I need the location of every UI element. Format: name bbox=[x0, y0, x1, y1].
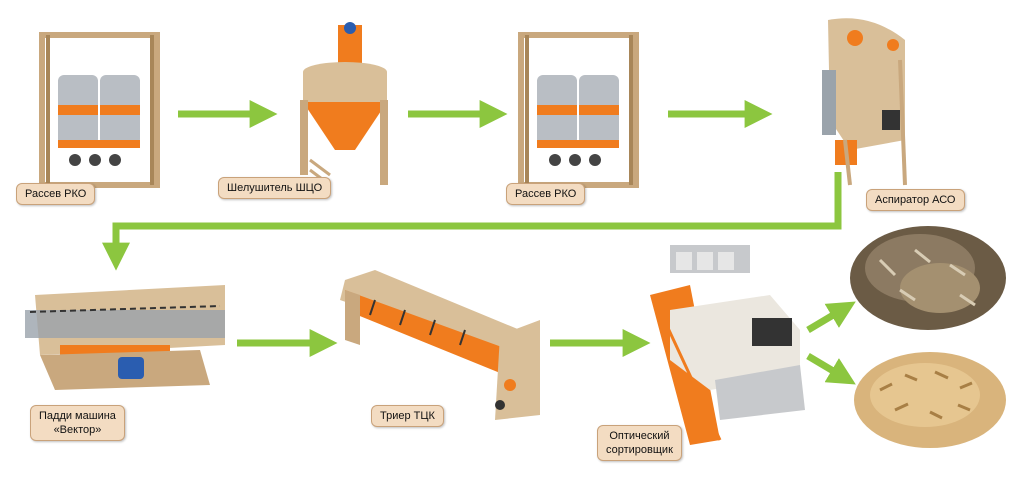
label-huller-shco-text: Шелушитель ШЦО bbox=[227, 182, 323, 194]
label-trier-tck: Триер ТЦК bbox=[371, 405, 444, 427]
optical-sorter-image bbox=[650, 245, 805, 445]
flow-arrow-sorter-to-husk bbox=[806, 301, 856, 334]
label-sifter-rko-2: Рассев РКО bbox=[506, 183, 586, 205]
label-optical-sorter-line1: Оптический bbox=[609, 430, 670, 442]
label-paddy-machine-line2: «Вектор» bbox=[53, 424, 102, 436]
paddy-machine-vector-image bbox=[25, 285, 225, 390]
huller-shco-image bbox=[300, 22, 388, 187]
sifter-rko-1-image bbox=[39, 32, 160, 188]
label-huller-shco: Шелушитель ШЦО bbox=[218, 177, 332, 199]
label-paddy-machine: Падди машина «Вектор» bbox=[30, 405, 125, 441]
label-paddy-machine-line1: Падди машина bbox=[39, 410, 116, 422]
label-aspirator-aso: Аспиратор АСО bbox=[866, 189, 965, 211]
label-aspirator-aso-text: Аспиратор АСО bbox=[875, 194, 956, 206]
kernel-output-image bbox=[854, 352, 1006, 448]
label-trier-tck-text: Триер ТЦК bbox=[380, 410, 435, 422]
label-optical-sorter: Оптический сортировщик bbox=[597, 425, 682, 461]
trier-tck-image bbox=[340, 270, 540, 420]
label-optical-sorter-line2: сортировщик bbox=[606, 444, 673, 456]
husk-output-image bbox=[850, 226, 1006, 330]
flow-arrow-aspirator-to-paddy bbox=[102, 172, 842, 271]
label-sifter-rko-2-text: Рассев РКО bbox=[515, 188, 577, 200]
aspirator-aso-image bbox=[822, 18, 907, 186]
flow-arrow-sorter-to-kernel bbox=[806, 352, 856, 385]
label-sifter-rko-1: Рассев РКО bbox=[16, 183, 96, 205]
label-sifter-rko-1-text: Рассев РКО bbox=[25, 188, 87, 200]
sifter-rko-2-image bbox=[518, 32, 639, 188]
